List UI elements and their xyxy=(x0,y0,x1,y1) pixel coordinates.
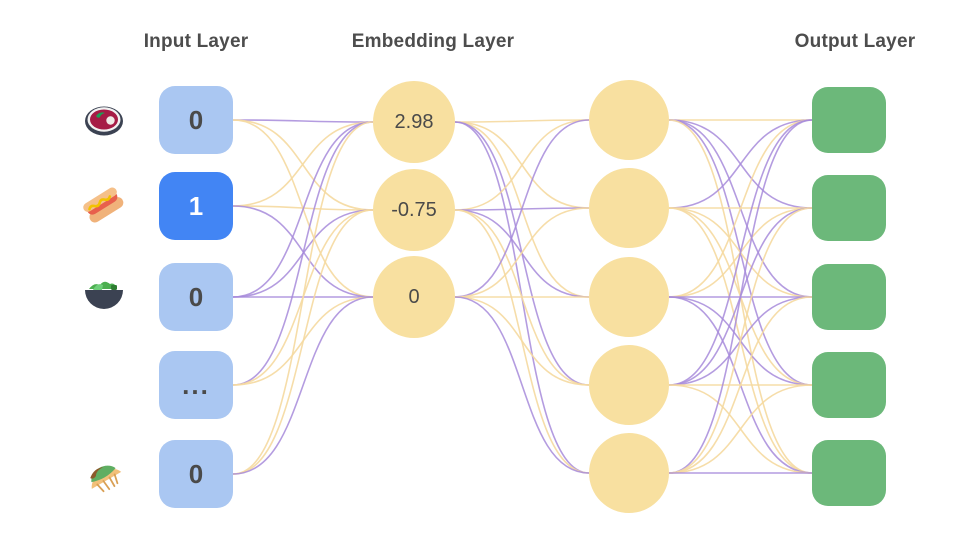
edge xyxy=(232,119,374,123)
edge xyxy=(668,119,813,298)
edge xyxy=(668,119,813,209)
edge xyxy=(454,207,590,298)
edge xyxy=(454,119,590,123)
edge xyxy=(232,296,374,386)
hidden-node-4[interactable] xyxy=(589,433,669,513)
embedding-node-value: 2.98 xyxy=(394,110,434,133)
output-node-1[interactable] xyxy=(812,175,886,241)
input-node-3[interactable]: ... xyxy=(159,351,233,419)
edge xyxy=(232,205,374,211)
edge xyxy=(454,209,590,298)
edge xyxy=(232,121,374,475)
edge xyxy=(668,296,813,386)
hidden-node-1[interactable] xyxy=(589,168,669,248)
edge xyxy=(668,207,813,386)
edge xyxy=(668,384,813,474)
edge xyxy=(232,209,374,475)
edge xyxy=(232,121,374,386)
edge xyxy=(232,205,374,298)
edge xyxy=(668,119,813,298)
edge xyxy=(454,296,590,474)
edge xyxy=(668,296,813,386)
hidden-node-0[interactable] xyxy=(589,80,669,160)
input-node-4[interactable]: 0 xyxy=(159,440,233,508)
edge xyxy=(232,209,374,386)
edge xyxy=(454,207,590,211)
output-node-2[interactable] xyxy=(812,264,886,330)
embedding-node-value: 0 xyxy=(408,285,420,308)
layer-title-embedding: Embedding Layer xyxy=(351,31,515,52)
edge xyxy=(454,121,590,386)
input-node-value: 0 xyxy=(188,281,204,312)
edge xyxy=(454,209,590,386)
edge xyxy=(668,119,813,386)
output-node-4[interactable] xyxy=(812,440,886,506)
edge xyxy=(668,207,813,386)
edge xyxy=(232,209,374,298)
input-node-2[interactable]: 0 xyxy=(159,263,233,331)
hidden-node-2[interactable] xyxy=(589,257,669,337)
salad-bowl-icon xyxy=(81,274,127,320)
edge xyxy=(454,121,590,474)
edge xyxy=(668,207,813,298)
embedding-node-2[interactable]: 0 xyxy=(373,256,455,338)
hot-dog-icon xyxy=(81,183,127,229)
meat-stew-icon xyxy=(81,97,127,143)
edge xyxy=(454,119,590,211)
input-node-value: 0 xyxy=(188,458,204,489)
edge xyxy=(232,121,374,298)
embedding-node-1[interactable]: -0.75 xyxy=(373,169,455,251)
edge xyxy=(668,119,813,209)
layer-title-input: Input Layer xyxy=(143,31,249,52)
edge xyxy=(668,119,813,474)
input-node-value: 0 xyxy=(188,104,204,135)
input-node-value: ... xyxy=(182,369,210,400)
input-node-1[interactable]: 1 xyxy=(159,172,233,240)
output-node-3[interactable] xyxy=(812,352,886,418)
taco-icon xyxy=(81,451,127,497)
edge xyxy=(668,296,813,474)
edge xyxy=(668,207,813,298)
edge xyxy=(668,384,813,474)
edge xyxy=(454,296,590,386)
edge xyxy=(668,207,813,474)
edge xyxy=(668,119,813,386)
edge xyxy=(668,296,813,474)
edge xyxy=(668,207,813,474)
edge xyxy=(668,119,813,474)
edge xyxy=(232,119,374,211)
embedding-node-value: -0.75 xyxy=(391,198,437,221)
input-node-0[interactable]: 0 xyxy=(159,86,233,154)
edge xyxy=(232,296,374,475)
embedding-node-0[interactable]: 2.98 xyxy=(373,81,455,163)
edge xyxy=(454,209,590,474)
hidden-node-3[interactable] xyxy=(589,345,669,425)
edge xyxy=(454,119,590,298)
edge xyxy=(454,121,590,209)
output-node-0[interactable] xyxy=(812,87,886,153)
layer-title-output: Output Layer xyxy=(794,31,916,52)
edge xyxy=(454,121,590,298)
edge xyxy=(232,119,374,298)
input-node-value: 1 xyxy=(188,190,204,221)
edge xyxy=(232,121,374,207)
